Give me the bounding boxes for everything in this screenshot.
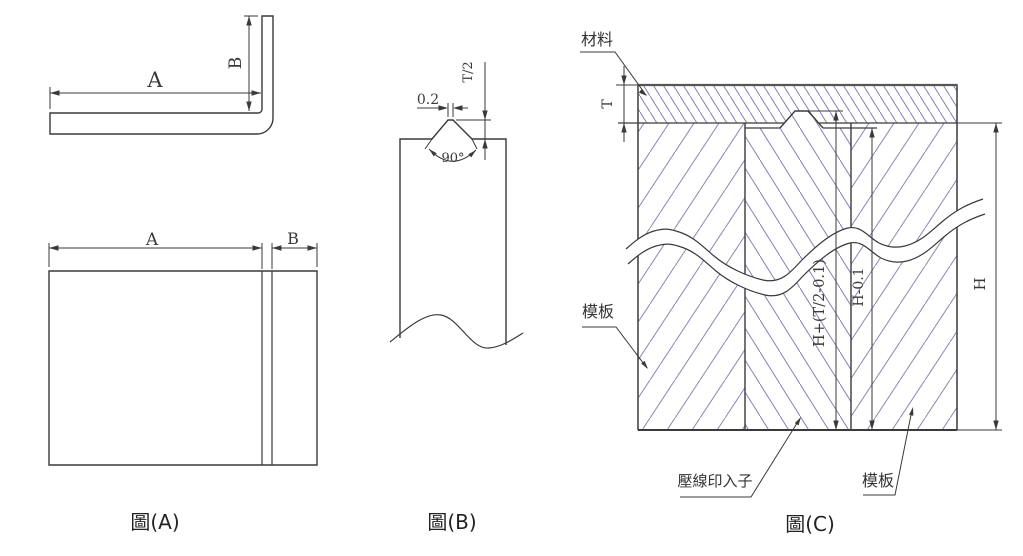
plate-height-extension-lines xyxy=(957,122,1002,431)
break-wavy-line xyxy=(389,314,524,349)
insert-leader xyxy=(680,419,800,498)
die-plate-borders xyxy=(637,123,958,430)
insert-tip-outline xyxy=(779,110,824,129)
figure-b: 0.2 90° T/2 圖(B) xyxy=(389,61,524,534)
tip-width-extension-lines xyxy=(447,103,454,117)
bent-profile-outline xyxy=(49,15,274,135)
dim-label-length: A xyxy=(146,68,163,92)
break-band-lower-line xyxy=(627,213,986,297)
figure-a-flat-view: A B 圖(A) xyxy=(48,229,318,534)
flat-blank-outline xyxy=(48,270,318,466)
figure-c-dimensions xyxy=(616,66,1002,431)
tip-slope-extensions xyxy=(424,138,478,150)
figure-a-caption: 圖(A) xyxy=(130,510,179,534)
plate-right-leader xyxy=(863,409,913,496)
material-leader xyxy=(580,51,647,96)
bend-lines xyxy=(261,271,273,465)
dim-arrows xyxy=(427,105,488,158)
dim-extension-lines xyxy=(48,243,318,269)
figure-c: T H+(T/2-0.1) H-0.1 H 材料 模板 壓線印入子 模板 圖(C… xyxy=(580,30,1002,536)
dim-label-insert-total-height: H+(T/2-0.1) xyxy=(812,259,828,347)
dim-label-insert-body-height: H-0.1 xyxy=(851,267,867,306)
figure-b-caption: 圖(B) xyxy=(427,510,476,534)
dim-label-tip-angle: 90° xyxy=(441,151,464,166)
dim-label-tip-width: 0.2 xyxy=(417,92,439,108)
plate-label-right: 模板 xyxy=(862,471,894,490)
insert-label: 壓線印入子 xyxy=(677,472,752,490)
insert-tip-hatch xyxy=(780,111,823,128)
die-plate-right-hatch xyxy=(851,123,957,430)
break-band-upper-line xyxy=(625,198,984,282)
break-band-fill xyxy=(626,199,985,296)
figure-c-caption: 圖(C) xyxy=(785,512,835,536)
dim-label-length: A xyxy=(145,230,159,250)
dim-label-margin: B xyxy=(287,229,299,248)
material-label: 材料 xyxy=(581,30,613,49)
figure-c-leaders xyxy=(580,51,913,498)
dim-label-height: B xyxy=(226,57,246,70)
plate-left-leader xyxy=(582,326,648,369)
dim-label-material-thickness: T xyxy=(600,99,616,109)
plate-label-left: 模板 xyxy=(582,302,614,321)
dim-label-tip-height: T/2 xyxy=(461,61,476,82)
dim-label-plate-height: H xyxy=(971,277,989,290)
figure-a-side-view: A B xyxy=(49,15,274,135)
insert-body-outline xyxy=(399,119,507,345)
